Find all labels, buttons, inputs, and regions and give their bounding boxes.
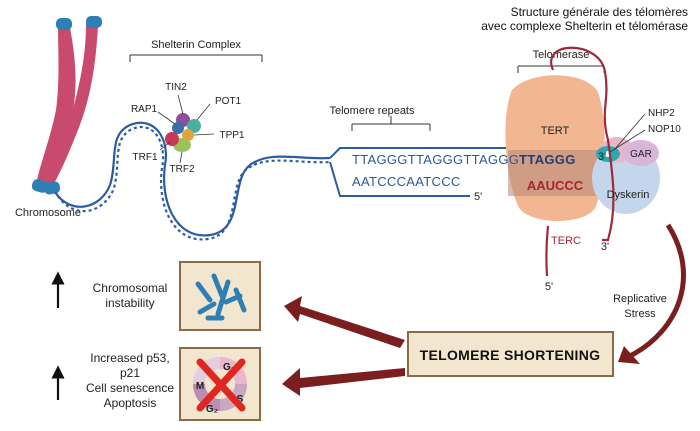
arrow-to-instability bbox=[284, 296, 405, 348]
arrow-to-senescence bbox=[282, 368, 405, 396]
tert-label: TERT bbox=[541, 125, 570, 137]
senescence-line-2: p21 bbox=[120, 366, 140, 380]
nop10-label: NOP10 bbox=[648, 124, 681, 135]
senescence-line-1: Increased p53, bbox=[90, 351, 169, 365]
shelterin-leader-lines bbox=[157, 94, 215, 164]
fragmented-chromosomes-icon bbox=[195, 273, 247, 321]
top-strand-sequence: TTAGGGTTAGGGTTAGGGTTAGGG bbox=[352, 152, 576, 167]
instability-line-2: instability bbox=[105, 296, 154, 310]
shelterin-label: Shelterin Complex bbox=[151, 39, 241, 51]
tpp1-label: TPP1 bbox=[219, 130, 244, 141]
stress-line-2: Stress bbox=[624, 308, 656, 320]
title-line-2: avec complexe Shelterin et télomérase bbox=[481, 19, 688, 33]
g2-label: G₂ bbox=[206, 404, 218, 415]
nhp2-label: NHP2 bbox=[648, 108, 675, 119]
instability-line-1: Chromosomal bbox=[93, 281, 168, 295]
dyskerin-label: Dyskerin bbox=[607, 189, 650, 201]
title-line-1: Structure générale des télomères bbox=[511, 5, 688, 19]
bottom-strand-5-end: 5' bbox=[474, 191, 482, 203]
telomerase-label: Telomerase bbox=[533, 49, 590, 61]
senescence-line-4: Apoptosis bbox=[104, 396, 157, 410]
terc-label: TERC bbox=[551, 235, 581, 247]
chromosome-icon bbox=[31, 16, 102, 195]
replicative-stress-arrowhead bbox=[618, 346, 640, 364]
s-phase-label: S bbox=[237, 394, 244, 405]
shelterin-complex-icon bbox=[165, 113, 201, 152]
pot1-label: POT1 bbox=[215, 96, 242, 107]
senescence-line-3: Cell senescence bbox=[86, 381, 174, 395]
telomere-shortening-label: TELOMERE SHORTENING bbox=[420, 347, 601, 363]
trf1-label: TRF1 bbox=[133, 152, 158, 163]
bottom-strand-sequence: AATCCCAATCCC bbox=[352, 174, 461, 189]
stress-line-1: Replicative bbox=[613, 293, 667, 305]
telomerase-complex bbox=[505, 46, 660, 277]
g1-label: G₁ bbox=[223, 362, 235, 373]
replicative-stress-arrow bbox=[628, 223, 686, 359]
gar-label: GAR bbox=[630, 149, 652, 160]
rap1-label: RAP1 bbox=[131, 104, 158, 115]
top-strand-3-end: 3' bbox=[598, 151, 606, 163]
dna-helix bbox=[54, 121, 331, 241]
cross-out-icon bbox=[196, 358, 246, 412]
trf2-label: TRF2 bbox=[170, 164, 195, 175]
chromosome-label: Chromosome bbox=[15, 207, 81, 219]
m-phase-label: M bbox=[196, 381, 204, 392]
terc-3-end-label: 3' bbox=[601, 241, 609, 253]
telomere-repeats-label: Telomere repeats bbox=[330, 105, 415, 117]
telomere-shortening-box bbox=[407, 331, 614, 377]
tin2-label: TIN2 bbox=[165, 82, 187, 93]
bottom-strand-line bbox=[329, 161, 470, 197]
template-rna-label: AAUCCC bbox=[527, 178, 584, 193]
terc-5-end-label: 5' bbox=[545, 281, 553, 293]
